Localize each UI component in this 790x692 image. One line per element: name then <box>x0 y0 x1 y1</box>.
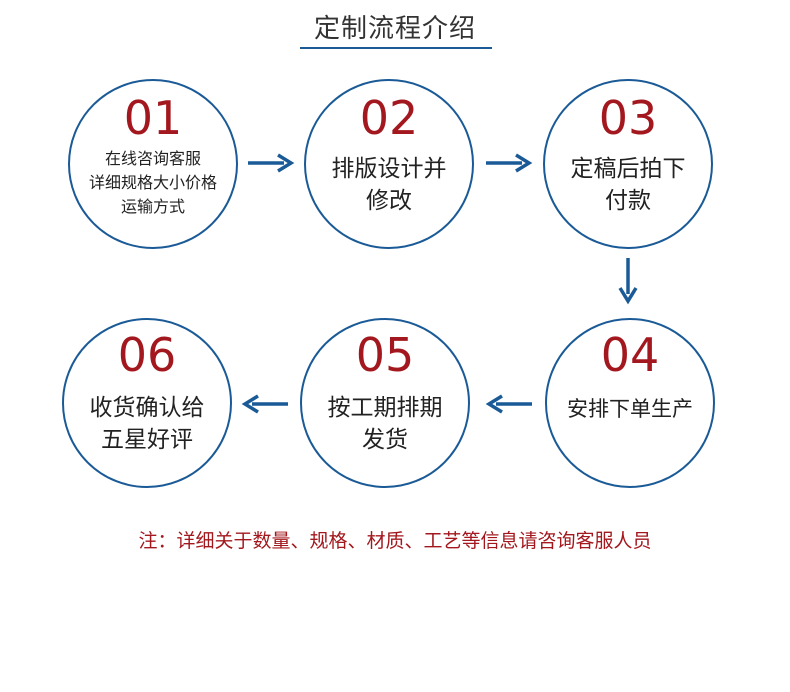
step-description: 按工期排期 发货 <box>302 392 468 456</box>
step-06-circle: 06 收货确认给 五星好评 <box>62 318 232 488</box>
step-line: 付款 <box>605 188 651 214</box>
step-line: 排版设计并 <box>331 156 447 182</box>
step-line: 安排下单生产 <box>567 397 693 421</box>
arrow-left-icon <box>241 394 288 414</box>
step-line: 详细规格大小价格 <box>88 173 217 192</box>
step-number: 04 <box>600 328 660 382</box>
step-number: 02 <box>359 91 419 145</box>
step-04-circle: 04 安排下单生产 <box>545 318 715 488</box>
arrow-down-icon <box>618 258 638 305</box>
arrow-right-icon <box>486 153 533 173</box>
step-line: 按工期排期 <box>327 395 443 421</box>
step-description: 排版设计并 修改 <box>306 153 472 217</box>
arrow-left-icon <box>485 394 532 414</box>
step-number: 03 <box>598 91 658 145</box>
step-line: 在线咨询客服 <box>104 149 201 168</box>
step-description: 安排下单生产 <box>547 394 713 424</box>
step-03-circle: 03 定稿后拍下 付款 <box>543 79 713 249</box>
page-title: 定制流程介绍 <box>313 14 476 44</box>
step-02-circle: 02 排版设计并 修改 <box>304 79 474 249</box>
footnote: 注：详细关于数量、规格、材质、工艺等信息请咨询客服人员 <box>138 530 652 552</box>
step-description: 收货确认给 五星好评 <box>64 392 230 456</box>
step-number: 01 <box>123 91 183 145</box>
step-line: 五星好评 <box>101 427 193 453</box>
step-line: 修改 <box>366 188 412 214</box>
step-line: 运输方式 <box>120 197 185 216</box>
step-description: 在线咨询客服 详细规格大小价格 运输方式 <box>70 147 236 219</box>
step-line: 发货 <box>362 427 408 453</box>
step-05-circle: 05 按工期排期 发货 <box>300 318 470 488</box>
step-line: 收货确认给 <box>89 395 205 421</box>
arrow-right-icon <box>248 153 295 173</box>
step-01-circle: 01 在线咨询客服 详细规格大小价格 运输方式 <box>68 79 238 249</box>
title-underline <box>300 47 492 49</box>
step-number: 05 <box>355 328 415 382</box>
step-line: 定稿后拍下 <box>570 156 686 182</box>
step-description: 定稿后拍下 付款 <box>545 153 711 217</box>
step-number: 06 <box>117 328 177 382</box>
